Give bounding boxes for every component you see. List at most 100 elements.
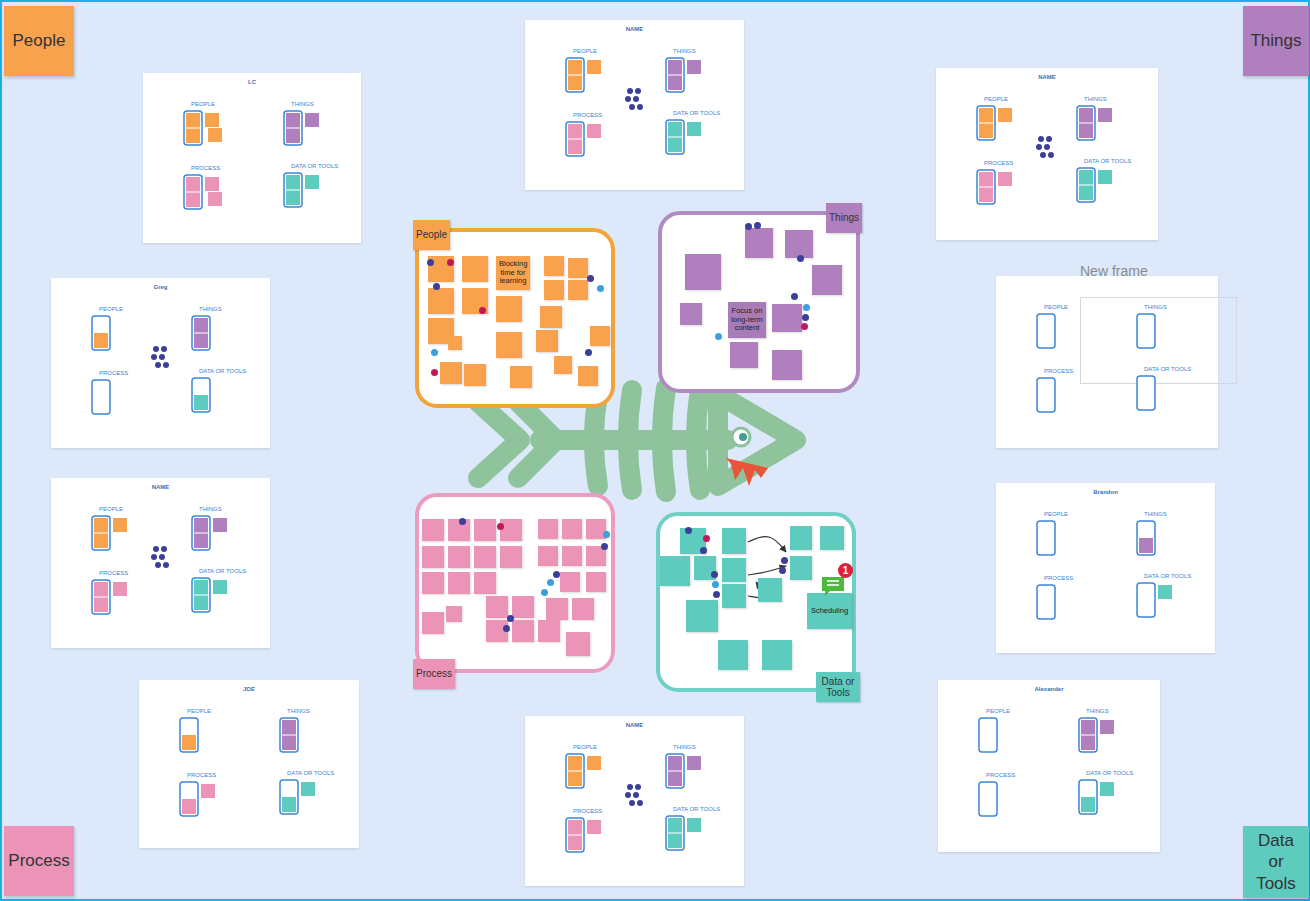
vote-slot-graphic — [283, 110, 343, 150]
vote-slot: DATA OR TOOLS — [1076, 158, 1156, 206]
slot-label: PROCESS — [1044, 575, 1073, 581]
vote-slot-graphic — [1078, 717, 1138, 757]
corner-sticky: Process — [4, 826, 74, 896]
slot-label: DATA OR TOOLS — [673, 806, 720, 812]
comment-count-badge: 1 — [838, 563, 853, 578]
slot-label: PEOPLE — [1044, 511, 1068, 517]
corner-label: Things — [1250, 30, 1301, 51]
vote-slot: THINGS — [191, 306, 271, 354]
vote-dot — [541, 589, 548, 596]
slot-label: THINGS — [291, 101, 314, 107]
sticky-note-blank — [462, 256, 488, 282]
vote-slot-graphic — [1136, 313, 1196, 353]
vote-dot — [797, 255, 804, 262]
comment-icon — [820, 575, 846, 597]
sticky-note-blank — [722, 558, 746, 582]
category-heading: People — [416, 229, 447, 241]
slot-label: PEOPLE — [573, 48, 597, 54]
slot-label: THINGS — [1144, 511, 1167, 517]
vote-dot — [685, 527, 692, 534]
vote-slot-graphic — [565, 753, 625, 793]
vote-slot: PROCESS — [91, 570, 171, 618]
sticky-note-blank — [512, 596, 534, 618]
vote-dot — [585, 349, 592, 356]
participant-frame: NAMEPEOPLETHINGSPROCESSDATA OR TOOLS — [525, 716, 744, 886]
frame-title: Alexander — [938, 686, 1160, 692]
frame-title: JOE — [139, 686, 359, 692]
sticky-note-blank — [546, 598, 568, 620]
sticky-note-blank — [718, 640, 748, 670]
vote-slot: PROCESS — [91, 370, 171, 418]
sticky-note-blank — [758, 578, 782, 602]
vote-dot — [712, 581, 719, 588]
frame-title: NAME — [936, 74, 1158, 80]
corner-label: Process — [8, 850, 69, 871]
vote-slot: DATA OR TOOLS — [191, 568, 271, 616]
sticky-note-blank — [474, 572, 496, 594]
corner-sticky: Data or Tools — [1243, 826, 1309, 898]
slot-label: THINGS — [199, 306, 222, 312]
vote-dot — [715, 333, 722, 340]
vote-slot: DATA OR TOOLS — [1078, 770, 1158, 818]
vote-slot-graphic — [976, 105, 1036, 145]
vote-dot — [503, 625, 510, 632]
slot-label: THINGS — [287, 708, 310, 714]
vote-slot: PROCESS — [565, 808, 645, 856]
slot-label: PROCESS — [187, 772, 216, 778]
slot-label: PEOPLE — [986, 708, 1010, 714]
sticky-note-blank — [538, 546, 558, 566]
sticky-text: Scheduling — [810, 607, 849, 616]
slot-label: PEOPLE — [984, 96, 1008, 102]
vote-slot-graphic — [1076, 167, 1136, 207]
vote-slot-graphic — [191, 377, 251, 417]
vote-slot-graphic — [179, 717, 239, 757]
vote-slot-graphic — [179, 781, 239, 821]
vote-slot: PROCESS — [183, 165, 263, 213]
vote-slot: PROCESS — [976, 160, 1056, 208]
slot-label: PROCESS — [1044, 368, 1073, 374]
slot-label: PEOPLE — [573, 744, 597, 750]
vote-slot: PROCESS — [1036, 368, 1116, 416]
vote-dot — [447, 259, 454, 266]
vote-slot-graphic — [91, 315, 151, 355]
vote-dot — [507, 615, 514, 622]
vote-dot — [587, 275, 594, 282]
slot-label: DATA OR TOOLS — [199, 368, 246, 374]
participant-frame: LCPEOPLETHINGSPROCESSDATA OR TOOLS — [143, 73, 361, 243]
sticky-note-blank — [474, 519, 496, 541]
vote-dot — [497, 523, 504, 530]
vote-slot: PEOPLE — [1036, 304, 1116, 352]
sticky-note-blank — [772, 304, 802, 332]
vote-slot: PEOPLE — [976, 96, 1056, 144]
vote-slot: THINGS — [191, 506, 271, 554]
vote-dot — [711, 571, 718, 578]
vote-slot-graphic — [565, 817, 625, 857]
vote-slot-graphic — [91, 579, 151, 619]
vote-slot: DATA OR TOOLS — [1136, 366, 1216, 414]
vote-slot-graphic — [183, 174, 243, 214]
corner-label: Data or Tools — [1249, 830, 1303, 894]
frame-title: Greg — [51, 284, 270, 290]
category-heading-sticky: People — [413, 220, 450, 250]
vote-slot: THINGS — [1078, 708, 1158, 756]
frame-title: NAME — [51, 484, 270, 490]
slot-label: DATA OR TOOLS — [199, 568, 246, 574]
corner-label: People — [13, 30, 66, 51]
sticky-note: Focus on long-term content — [728, 302, 766, 338]
vote-slot: PROCESS — [978, 772, 1058, 820]
slot-label: THINGS — [673, 48, 696, 54]
vote-slot-graphic — [91, 515, 151, 555]
participant-frame: BrandonPEOPLETHINGSPROCESSDATA OR TOOLS — [996, 483, 1215, 653]
vote-slot: THINGS — [1136, 304, 1216, 352]
vote-dot — [431, 349, 438, 356]
participant-frame: AlexanderPEOPLE THINGS PROCESS DATA OR TOOL… — [938, 680, 1160, 852]
vote-slot-graphic — [665, 57, 725, 97]
sticky-note-blank — [428, 288, 454, 314]
vote-dot — [803, 304, 810, 311]
participant-frame: NAMEPEOPLETHINGSPROCESSDATA OR TOOLS — [936, 68, 1158, 240]
vote-slot-graphic — [91, 379, 151, 419]
sticky-note-blank — [578, 366, 598, 386]
sticky-note-blank — [422, 572, 444, 594]
sticky-note-blank — [448, 336, 462, 350]
